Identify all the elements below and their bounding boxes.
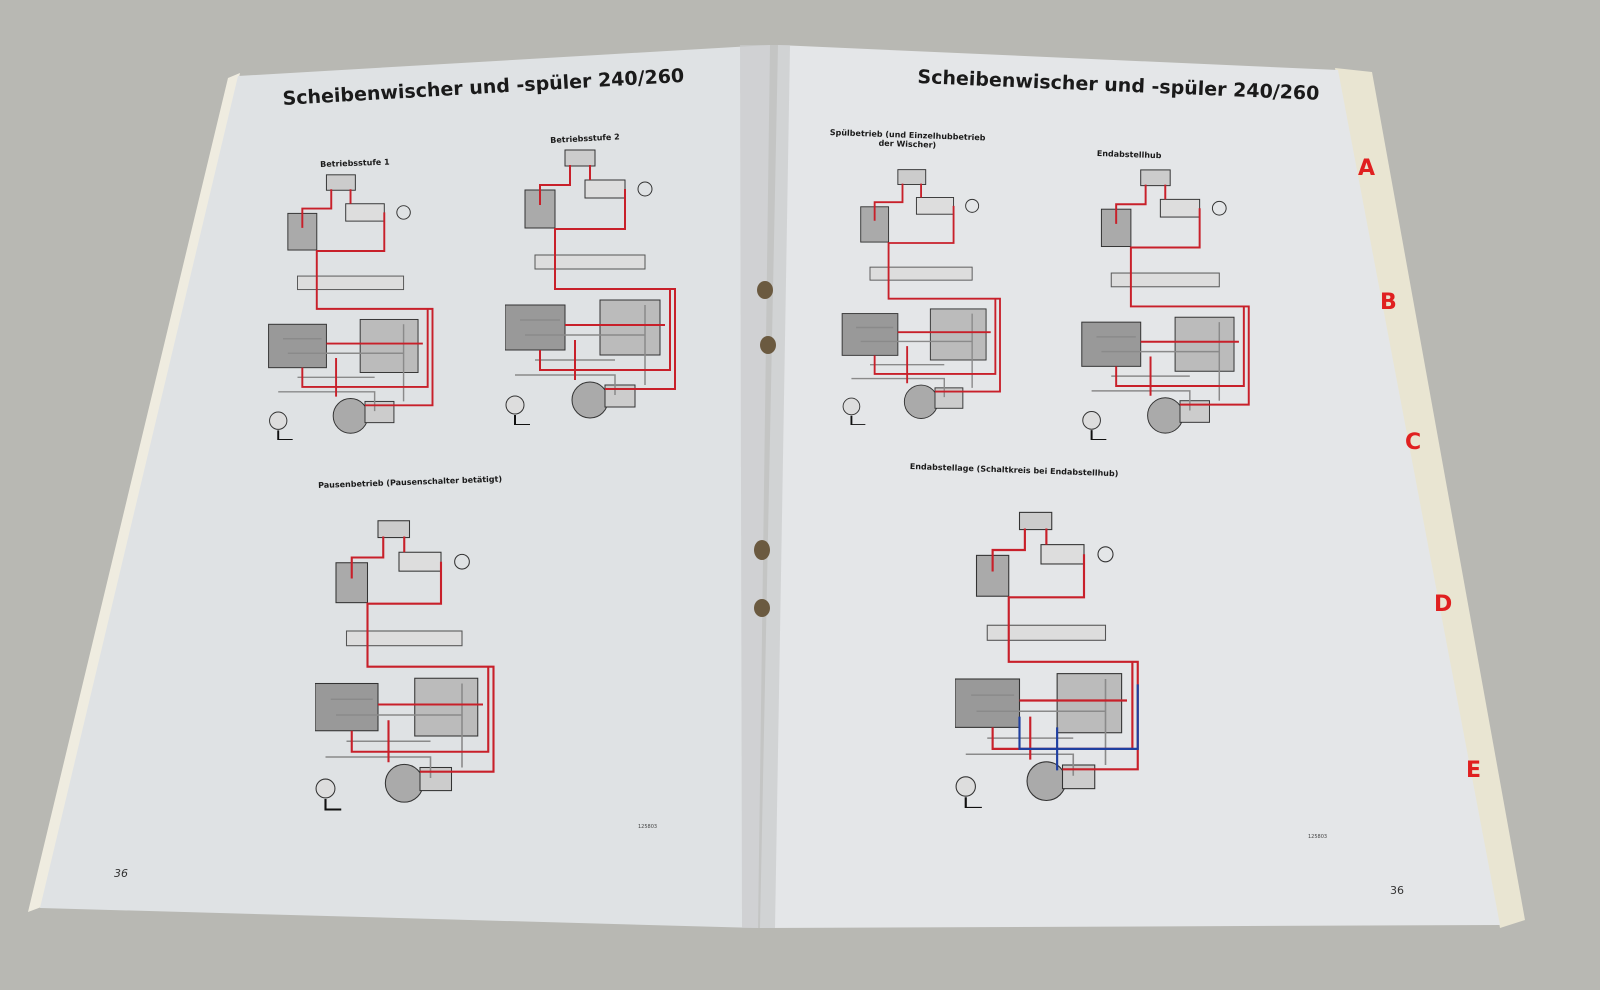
left-page-number: 36 [114,867,128,880]
binding-holes [754,281,776,617]
right-page [760,45,1500,928]
section-tab-a[interactable]: A [1358,156,1376,181]
section-tab-e[interactable]: E [1466,758,1482,783]
page-stack-edge [1335,68,1525,928]
left-page-edge [28,73,240,912]
right-figure-code: 125803 [1308,834,1328,840]
section-tab-b[interactable]: B [1380,290,1397,315]
spine [740,45,790,928]
section-tab-d[interactable]: D [1434,592,1453,617]
right-page-number: 36 [1390,884,1404,897]
section-tab-c[interactable]: C [1405,430,1422,455]
left-figure-code: 125803 [638,824,658,830]
